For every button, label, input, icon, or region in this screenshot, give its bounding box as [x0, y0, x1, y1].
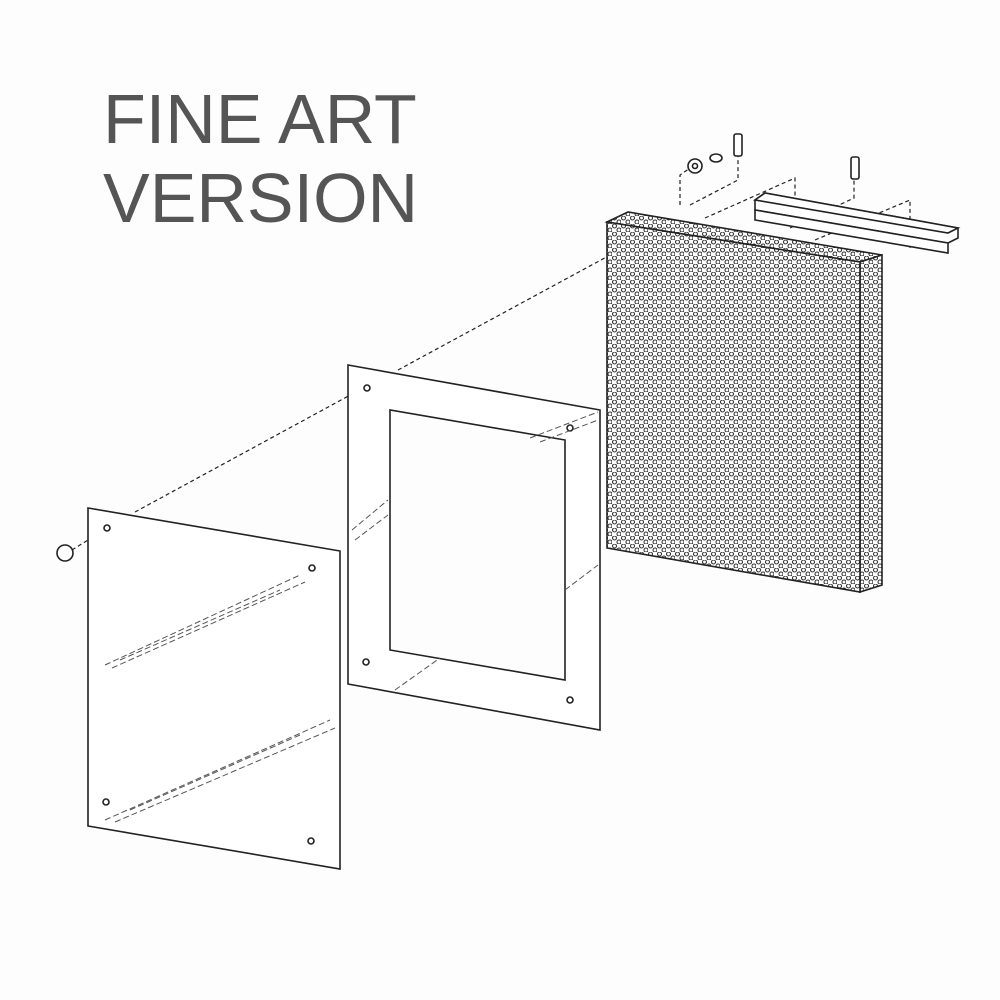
title-line-1: FINE ART	[103, 80, 417, 158]
screw-icon	[733, 133, 860, 180]
hanging-bracket	[752, 192, 961, 254]
glass-panel	[87, 507, 341, 870]
glass-pin	[56, 544, 74, 562]
washer-icon	[687, 153, 723, 174]
backing-board	[604, 211, 883, 594]
mat-board	[347, 364, 601, 731]
title-line-2: VERSION	[103, 159, 419, 237]
